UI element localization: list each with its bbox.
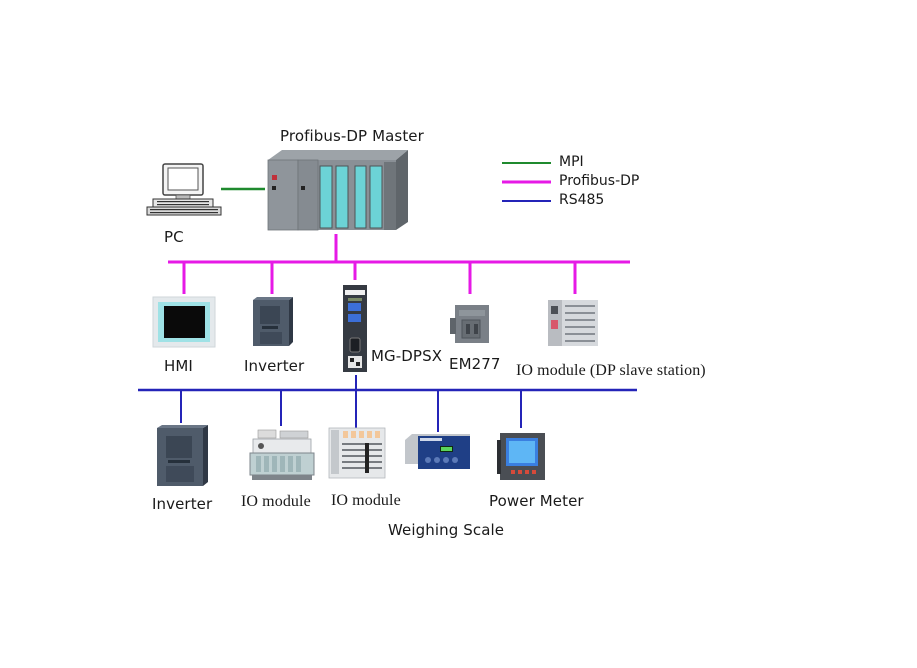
io-module-icon [328,427,386,479]
inverter-icon [253,297,293,346]
io-module-icon [548,300,598,346]
weighing-scale-icon [405,434,470,469]
hmi-panel-icon [152,296,216,348]
device-label-inverter: Inverter [244,357,305,375]
device-label-io-module-2: IO module [331,492,401,509]
gateway-icon [343,285,367,372]
power-meter-icon [497,433,545,480]
em277-module-icon [450,305,489,343]
plc-rack-icon [267,150,408,231]
legend-label-mpi: MPI [559,154,584,170]
inverter-icon [157,425,208,486]
master-label: Profibus-DP Master [280,127,424,145]
device-label-inverter-rs485: Inverter [152,495,213,513]
pc-label: PC [164,228,184,246]
io-module-icon [249,429,315,480]
device-label-weighing-scale: Weighing Scale [388,521,505,539]
device-label-io-dp-slave: IO module (DP slave station) [516,362,706,379]
device-label-em277: EM277 [449,355,501,373]
device-label-gateway: MG-DPSX [371,347,443,365]
device-label-io-module-1: IO module [241,493,311,510]
legend-label-rs485: RS485 [559,192,605,208]
device-label-power-meter: Power Meter [489,492,584,510]
device-label-hmi: HMI [164,357,193,375]
computer-icon [146,163,222,216]
legend-label-profibus: Profibus-DP [559,173,640,189]
